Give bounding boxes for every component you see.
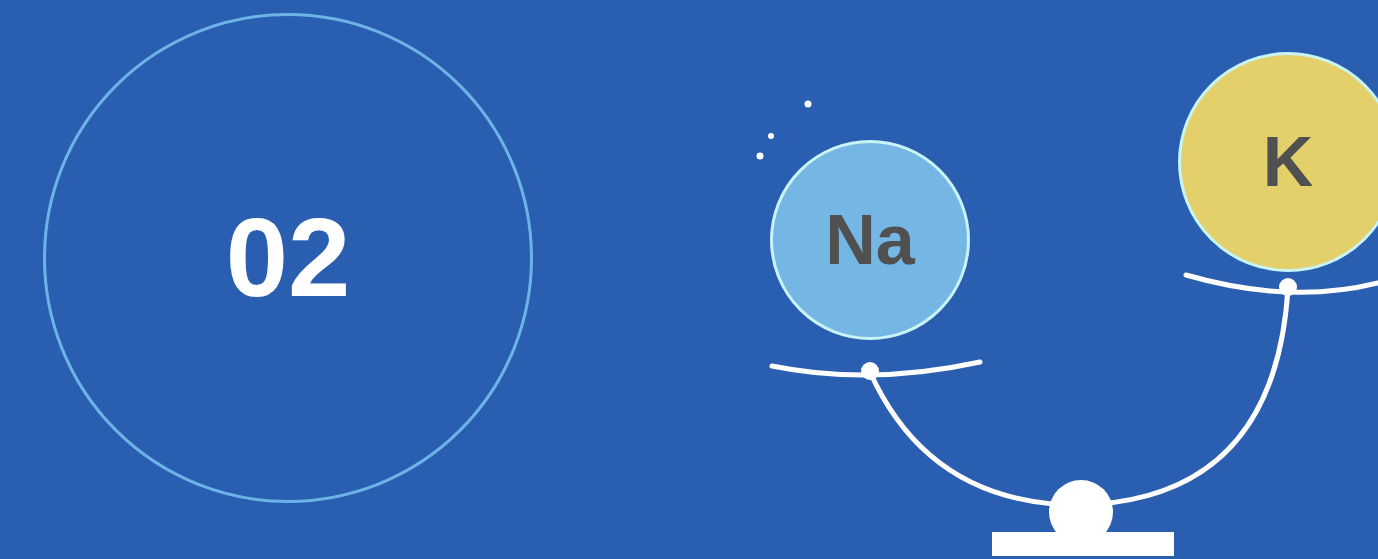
element-circle: K <box>1178 52 1378 272</box>
element-circle: Na <box>770 140 970 340</box>
sparkle-dots <box>757 101 812 160</box>
section-number-circle: 02 <box>43 13 533 503</box>
section-number: 02 <box>226 202 351 314</box>
element-symbol: Na <box>825 205 914 275</box>
element-symbol: K <box>1263 127 1314 197</box>
